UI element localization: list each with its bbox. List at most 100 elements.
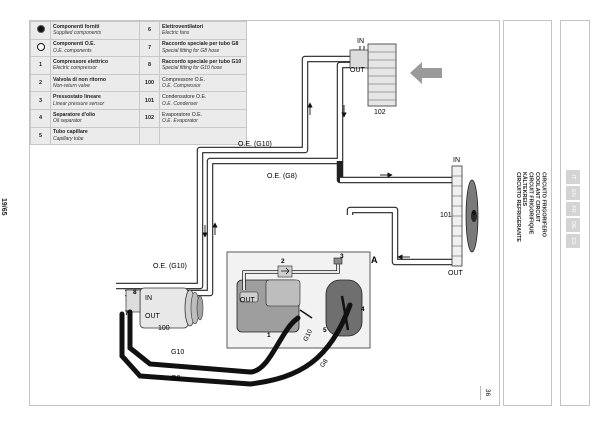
language-tab-it[interactable]: IT [566, 170, 580, 184]
legend-en-2: Electric fans [162, 30, 190, 37]
label-8: 8 [133, 289, 137, 296]
legend-en: Capillary tube [53, 135, 84, 142]
side-title: CIRCUITO FRIGORIFERO [540, 172, 547, 237]
legend-en: O.E. components [53, 47, 92, 54]
hose-g8-top-label: O.E. (G8) [267, 173, 297, 180]
condenser-out-label: OUT [448, 270, 463, 277]
language-tab-es[interactable]: ES [566, 234, 580, 248]
compressor-out-label: OUT [145, 313, 160, 320]
legend-description-2: Compressore O.E.O.E. Compressor [159, 73, 247, 93]
aftermarket-unit-A [226, 251, 371, 349]
label-3: 3 [340, 253, 344, 260]
fan-number: 6 [472, 210, 476, 217]
legend-en-2: Special fitting for G10 hose [162, 65, 223, 72]
language-tab-label: DE [570, 221, 576, 229]
hose-g10-label-a: G10 [171, 349, 185, 356]
side-title: KÄLTEKREIS [521, 172, 528, 207]
legend-en: Electric compressor [53, 65, 97, 72]
legend-it: Pressostato lineare [53, 94, 101, 101]
compressor-number: 100 [158, 325, 170, 332]
legend-en: Supplied components [53, 30, 102, 37]
supplied-hoses [119, 302, 353, 387]
language-tab-label: ES [570, 237, 576, 245]
side-title: CIRCUIT FRIGORIFIQUE [527, 172, 534, 235]
legend-key-2: 100 [139, 73, 160, 93]
hose-g10-top-label: O.E. (G10) [238, 141, 272, 148]
flow-arrows [202, 102, 410, 260]
legend-en-2: O.E. Compressor [162, 83, 201, 90]
legend-it: Componenti O.E. [53, 41, 96, 48]
language-tab-label: EN [570, 189, 576, 197]
legend-key [30, 21, 51, 40]
oe-component-icon [36, 42, 45, 51]
side-title: COOLANT CIRCUIT [534, 172, 540, 223]
oe-compressor-100 [125, 287, 204, 329]
evaporator-in-label: IN [357, 38, 364, 45]
legend-description-2 [159, 126, 247, 146]
language-tab-fr[interactable]: FR [566, 202, 580, 216]
condenser-in-label: IN [453, 157, 460, 164]
legend-description-2: Evaporatore O.E.O.E. Evaporator [159, 108, 247, 128]
legend-it: Tubo capillare [53, 129, 88, 136]
legend-it-2: Compressore O.E. [162, 76, 205, 83]
hose-g8-label-a: G8 [171, 375, 181, 382]
language-tab-de[interactable]: DE [566, 218, 580, 232]
condenser-101 [451, 165, 479, 267]
evaporator-number: 102 [374, 109, 386, 116]
legend-en-2: O.E. Condenser [162, 100, 198, 107]
legend-description: Componenti O.E.O.E. components [50, 38, 140, 58]
legend-it-2: Raccordo speciale per tubo G10 [162, 59, 242, 66]
label-1: 1 [267, 332, 271, 339]
supplied-component-icon [36, 25, 45, 34]
condenser-number: 101 [440, 212, 452, 219]
legend-en-2: Special fitting for G8 hose [162, 47, 220, 54]
evaporator-out-label: OUT [350, 67, 365, 74]
legend-en: Oil separator [53, 118, 82, 125]
legend-it-2: Raccordo speciale per tubo G8 [162, 41, 239, 48]
language-tab-label: FR [570, 205, 576, 213]
sheet-number-box [480, 386, 497, 400]
unit-out-label: OUT [240, 297, 255, 304]
legend-it: Componenti forniti [53, 23, 100, 30]
compressor-in-label: IN [145, 295, 152, 302]
legend-en-2: O.E. Evaporator [162, 118, 198, 125]
language-tab-en[interactable]: EN [566, 186, 580, 200]
legend-it: Compressore elettrico [53, 59, 109, 66]
sheet-number: 36 [484, 388, 492, 397]
side-panel-frame [503, 20, 552, 406]
lang-panel-frame [560, 20, 590, 406]
side-title: CIRCUITO REFRIGERANTE [514, 172, 521, 242]
legend-key [30, 38, 51, 58]
label-5: 5 [323, 327, 327, 334]
legend-en: Linear pressure sensor [53, 100, 105, 107]
legend-it-2: Evaporatore O.E. [162, 111, 203, 118]
label-7: 7 [125, 310, 129, 317]
legend-key: 2 [30, 73, 51, 93]
box-a-label: A [371, 255, 378, 265]
legend-it: Valvola di non ritorno [53, 76, 107, 83]
label-2: 2 [281, 258, 285, 265]
language-tab-label: IT [570, 174, 576, 180]
legend-it-2: Elettroventilatori [162, 23, 204, 30]
content-frame [29, 20, 500, 406]
legend-it: Separatore d'olio [53, 111, 96, 118]
legend-en: Non-return valve [53, 83, 90, 90]
hose-g10-left-label: O.E. (G10) [153, 263, 187, 270]
legend-key-2: 7 [139, 38, 160, 58]
legend-key-2: 101 [139, 91, 160, 110]
